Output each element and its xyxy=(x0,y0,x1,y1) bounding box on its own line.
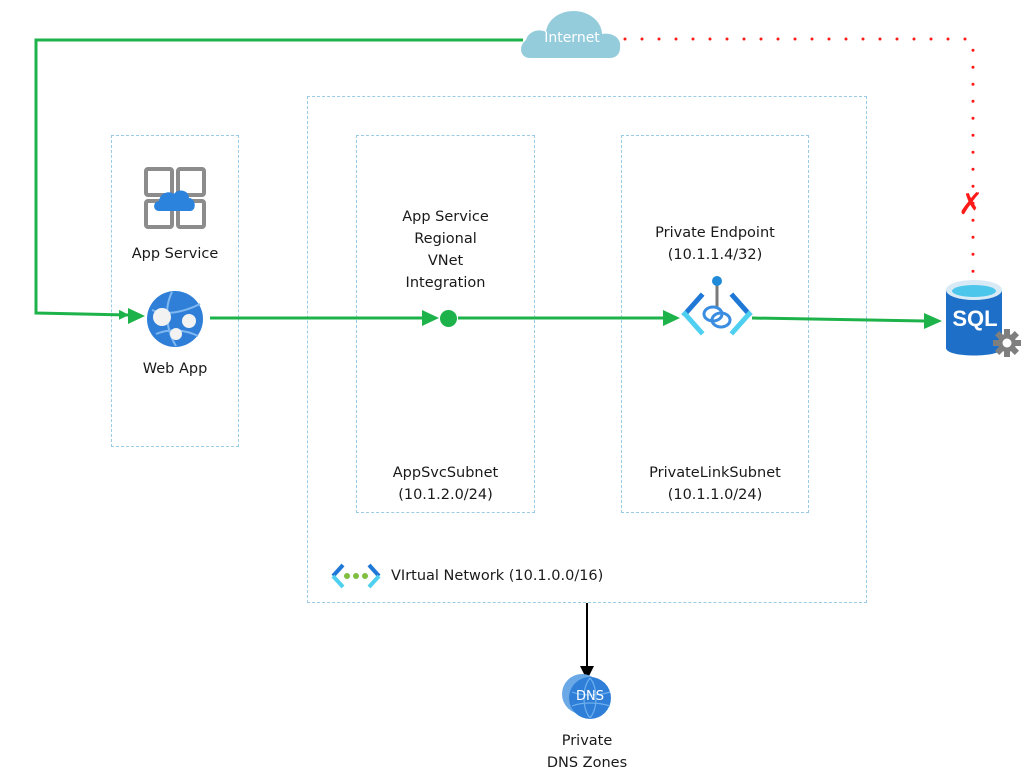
sql-database-icon xyxy=(946,280,1002,356)
private-endpoint-name: Private Endpoint xyxy=(655,225,775,241)
app-svc-subnet-label: AppSvcSubnet (10.1.2.0/24) xyxy=(356,462,535,506)
arrowhead-dns xyxy=(580,666,594,680)
private-endpoint-icon xyxy=(681,276,753,336)
cloud-icon xyxy=(521,10,621,58)
vnet-integration-line-3: VNet xyxy=(427,253,464,269)
vnet-integration-line-4: Integration xyxy=(405,275,486,291)
edge-internet-to-webapp xyxy=(34,38,523,320)
gear-icon xyxy=(993,329,1021,357)
web-app-icon xyxy=(147,291,203,347)
private-link-subnet-cidr: (10.1.1.0/24) xyxy=(667,487,763,503)
app-service-group-box xyxy=(111,135,239,447)
app-svc-subnet-cidr: (10.1.2.0/24) xyxy=(398,487,493,503)
private-dns-zone-icon xyxy=(562,674,611,719)
vnet-integration-line-2: Regional xyxy=(414,231,477,247)
web-app-label: Web App xyxy=(142,361,208,377)
vnet-integration-label: App Service Regional VNet Integration xyxy=(356,206,535,294)
edge-private-endpoint-to-sql xyxy=(751,316,926,323)
vnet-integration-dot-icon[interactable] xyxy=(440,310,457,327)
internet-node[interactable]: Internet xyxy=(518,6,626,60)
private-link-subnet-box xyxy=(621,135,809,513)
sql-database-node[interactable]: SQL xyxy=(944,278,1024,362)
arrowhead-vnet-integration xyxy=(422,310,439,326)
virtual-network-icon xyxy=(331,563,381,589)
app-svc-subnet-box xyxy=(356,135,535,513)
dns-label-line-1: Private xyxy=(561,733,613,749)
private-endpoint-ip: (10.1.1.4/32) xyxy=(667,247,763,263)
app-service-icon xyxy=(143,166,207,230)
web-app-node[interactable] xyxy=(146,290,204,348)
private-link-subnet-name: PrivateLinkSubnet xyxy=(649,465,781,481)
arrowhead-webapp xyxy=(128,308,145,324)
virtual-network-box xyxy=(307,96,867,603)
dns-label-line-2: DNS Zones xyxy=(546,755,628,771)
dns-badge-label: DNS xyxy=(576,689,604,704)
app-service-label: App Service xyxy=(131,246,219,262)
sql-label: SQL xyxy=(952,306,998,331)
app-svc-subnet-name: AppSvcSubnet xyxy=(392,465,499,481)
arrowhead-sql xyxy=(924,313,942,329)
private-endpoint-label: Private Endpoint (10.1.1.4/32) xyxy=(621,222,809,266)
private-link-subnet-label: PrivateLinkSubnet (10.1.1.0/24) xyxy=(621,462,809,506)
blocked-x-icon: ✗ xyxy=(958,187,984,222)
internet-label: Internet xyxy=(544,30,600,46)
arrowhead-private-endpoint xyxy=(663,310,680,326)
private-dns-zones-label: Private DNS Zones xyxy=(527,730,647,774)
private-endpoint-node[interactable] xyxy=(681,274,753,340)
private-dns-zone-node[interactable]: DNS xyxy=(558,672,618,722)
vnet-integration-line-1: App Service xyxy=(402,209,489,225)
virtual-network-label: VIrtual Network (10.1.0.0/16) xyxy=(391,568,604,584)
